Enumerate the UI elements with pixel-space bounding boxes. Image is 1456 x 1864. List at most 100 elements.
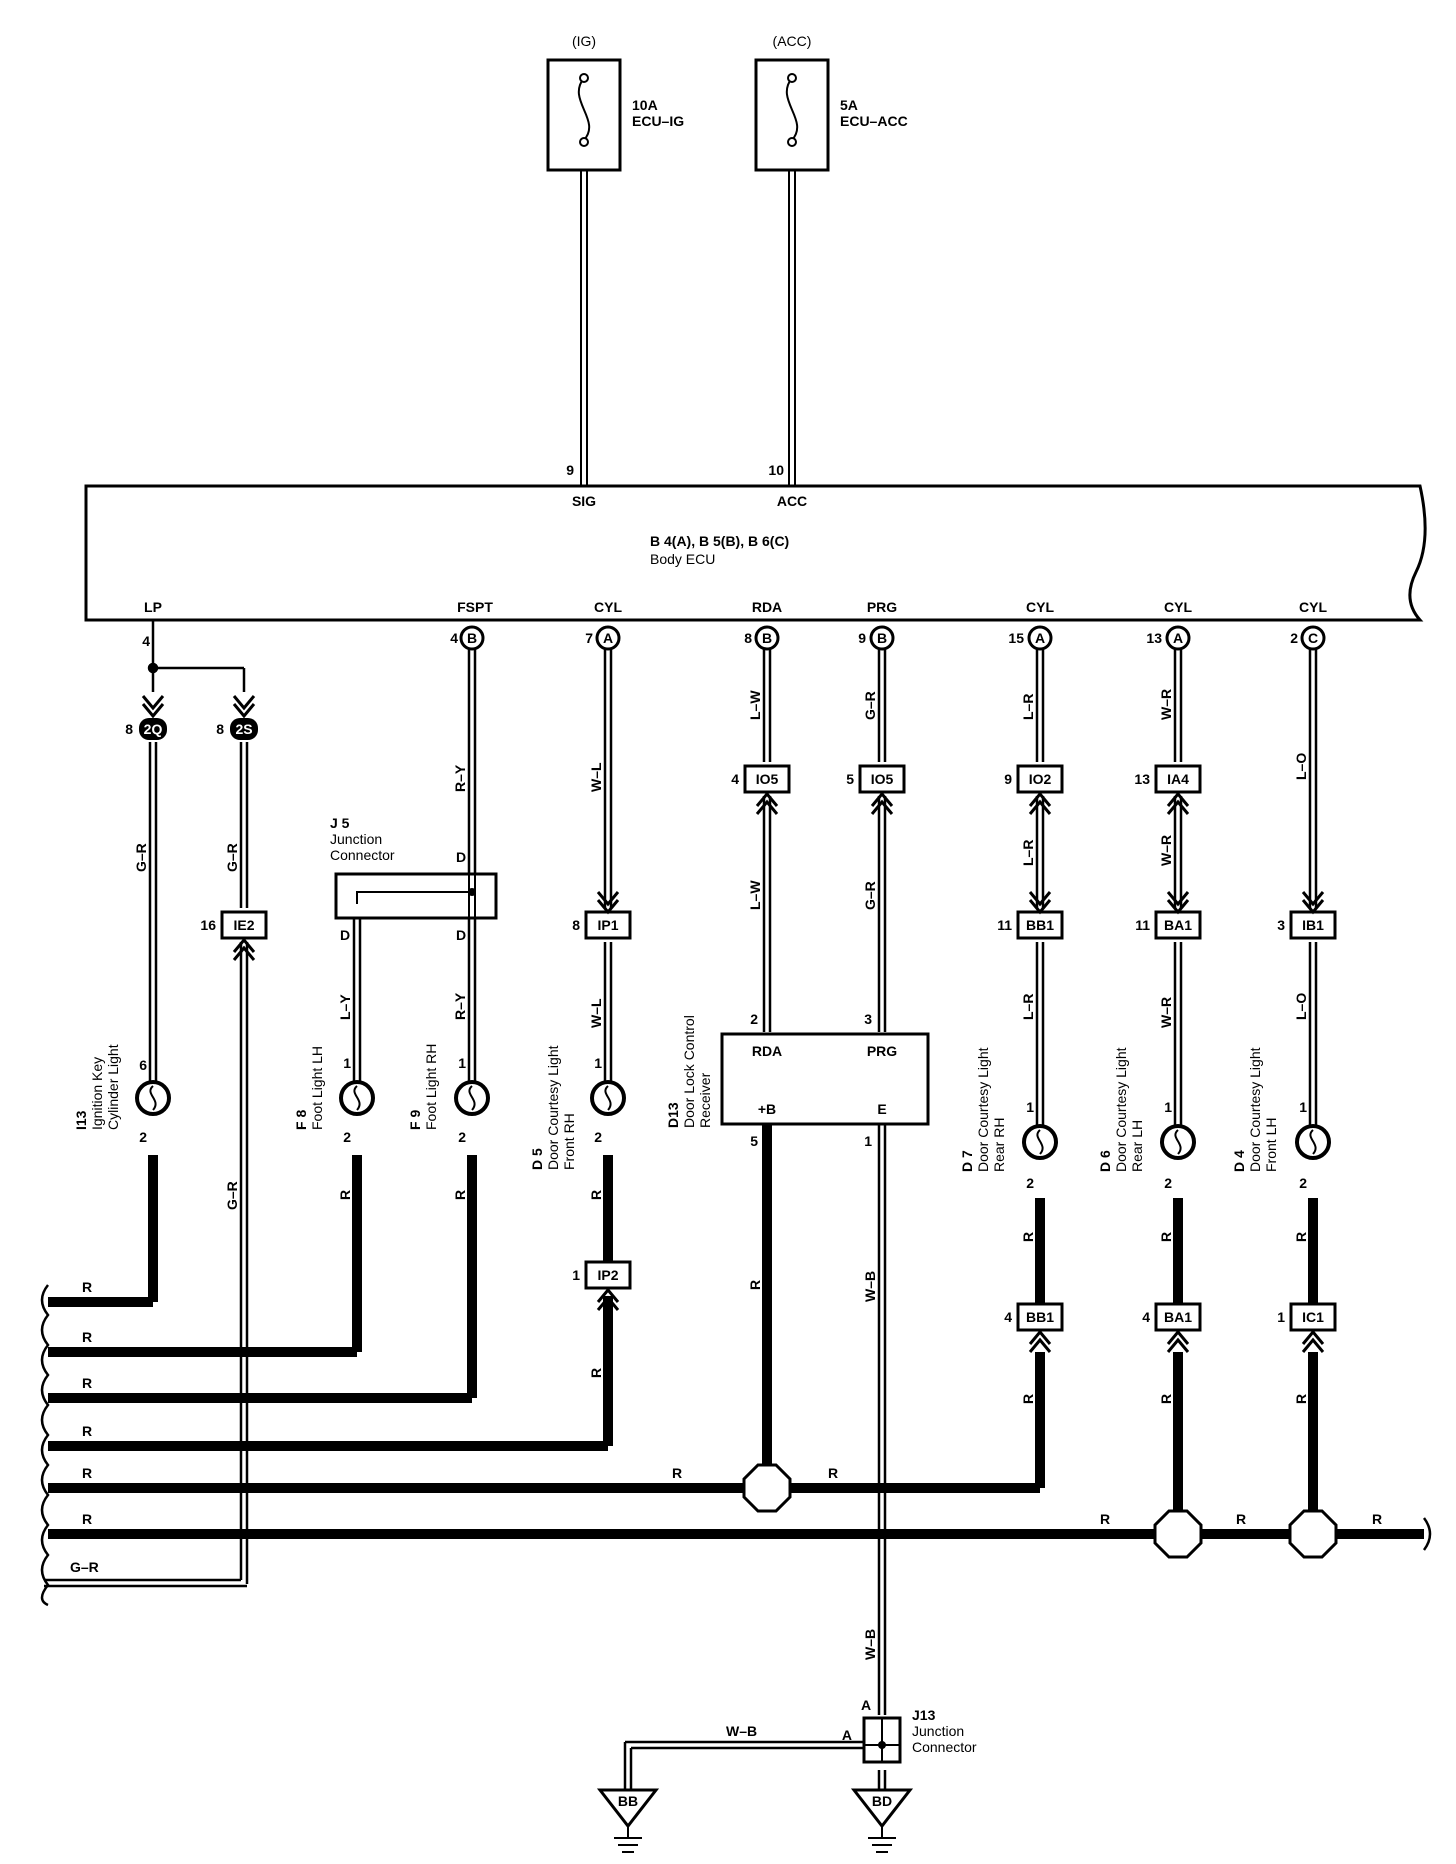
pin-name: CYL bbox=[1164, 599, 1192, 615]
svg-text:BB: BB bbox=[618, 1793, 638, 1809]
svg-text:E: E bbox=[877, 1101, 886, 1117]
svg-text:4: 4 bbox=[450, 630, 458, 646]
svg-text:RDA: RDA bbox=[752, 1043, 782, 1059]
svg-text:W–L: W–L bbox=[588, 762, 604, 792]
svg-text:W–R: W–R bbox=[1158, 689, 1174, 720]
svg-text:+B: +B bbox=[758, 1101, 776, 1117]
break-line bbox=[1422, 1517, 1432, 1551]
svg-text:Connector: Connector bbox=[330, 847, 395, 863]
svg-text:L–O: L–O bbox=[1293, 753, 1309, 780]
pin-name: FSPT bbox=[457, 599, 493, 615]
fuse-ecu-ig: (IG) 10A ECU–IG bbox=[546, 33, 684, 172]
break-line bbox=[40, 1284, 50, 1607]
svg-text:1: 1 bbox=[1026, 1099, 1034, 1115]
svg-text:2: 2 bbox=[1164, 1175, 1172, 1191]
svg-text:IB1: IB1 bbox=[1302, 917, 1324, 933]
svg-text:IA4: IA4 bbox=[1167, 771, 1189, 787]
svg-text:13: 13 bbox=[1134, 771, 1150, 787]
svg-text:A: A bbox=[842, 1727, 852, 1743]
svg-text:D 5: D 5 bbox=[529, 1148, 545, 1170]
svg-text:C: C bbox=[1308, 630, 1318, 646]
svg-text:R: R bbox=[1020, 1394, 1036, 1404]
svg-text:B: B bbox=[467, 630, 477, 646]
svg-text:Rear LH: Rear LH bbox=[1129, 1120, 1145, 1172]
svg-text:R: R bbox=[747, 1280, 763, 1290]
svg-text:3: 3 bbox=[1277, 917, 1285, 933]
svg-text:R: R bbox=[1100, 1511, 1110, 1527]
pin-num: 10 bbox=[768, 462, 784, 478]
svg-text:9: 9 bbox=[858, 630, 866, 646]
connector-boxes: 2Q 8 2S 8 IE2 16 IP1 8 IP2 1 IO5 4 IO5 5… bbox=[125, 718, 1337, 1332]
body-ecu: 9 SIG 10 ACC B 4(A), B 5(B), B 6(C) Body… bbox=[84, 462, 1427, 622]
junction-j5: J 5 Junction Connector D D D bbox=[330, 815, 498, 943]
svg-text:B: B bbox=[762, 630, 772, 646]
svg-text:2: 2 bbox=[1290, 630, 1298, 646]
svg-text:16: 16 bbox=[200, 917, 216, 933]
svg-text:2S: 2S bbox=[235, 721, 252, 737]
svg-text:I13: I13 bbox=[73, 1110, 89, 1130]
connector-chevrons bbox=[141, 695, 1325, 1353]
svg-text:R: R bbox=[82, 1465, 92, 1481]
svg-text:2: 2 bbox=[594, 1129, 602, 1145]
svg-text:L–R: L–R bbox=[1020, 840, 1036, 866]
fuse-ecu-acc: (ACC) 5A ECU–ACC bbox=[754, 33, 908, 172]
pin-name: ACC bbox=[777, 493, 807, 509]
svg-text:G–R: G–R bbox=[70, 1559, 99, 1575]
svg-text:1: 1 bbox=[594, 1055, 602, 1071]
svg-text:R–Y: R–Y bbox=[452, 764, 468, 792]
svg-text:J 5: J 5 bbox=[330, 815, 350, 831]
svg-text:R: R bbox=[1293, 1394, 1309, 1404]
ground-bd: BD bbox=[850, 1788, 914, 1853]
svg-text:IP2: IP2 bbox=[597, 1267, 618, 1283]
pin-num: 9 bbox=[566, 462, 574, 478]
svg-text:BA1: BA1 bbox=[1164, 1309, 1192, 1325]
svg-text:4: 4 bbox=[142, 633, 150, 649]
svg-text:IO5: IO5 bbox=[756, 771, 779, 787]
svg-text:BB1: BB1 bbox=[1026, 1309, 1054, 1325]
svg-text:Door Courtesy Light: Door Courtesy Light bbox=[1247, 1047, 1263, 1172]
light-i13: 6 2 I13 Ignition Key Cylinder Light bbox=[73, 1044, 171, 1145]
svg-text:IO2: IO2 bbox=[1029, 771, 1052, 787]
svg-text:R: R bbox=[452, 1190, 468, 1200]
svg-text:J13: J13 bbox=[912, 1707, 936, 1723]
svg-text:13: 13 bbox=[1146, 630, 1162, 646]
svg-text:2: 2 bbox=[458, 1129, 466, 1145]
svg-text:8: 8 bbox=[744, 630, 752, 646]
svg-text:W–B: W–B bbox=[726, 1723, 757, 1739]
svg-text:1: 1 bbox=[458, 1055, 466, 1071]
svg-text:R: R bbox=[1020, 1232, 1036, 1242]
svg-text:G–R: G–R bbox=[224, 843, 240, 872]
svg-text:8: 8 bbox=[216, 721, 224, 737]
svg-text:Door Courtesy Light: Door Courtesy Light bbox=[545, 1045, 561, 1170]
svg-text:R: R bbox=[588, 1190, 604, 1200]
svg-text:D 6: D 6 bbox=[1097, 1150, 1113, 1172]
ecu-codes: B 4(A), B 5(B), B 6(C) bbox=[650, 533, 789, 549]
svg-text:11: 11 bbox=[997, 917, 1012, 933]
svg-text:R: R bbox=[82, 1511, 92, 1527]
svg-text:G–R: G–R bbox=[862, 691, 878, 720]
splices bbox=[742, 1463, 1338, 1559]
light-d5: 1 2 D 5 Door Courtesy Light Front RH bbox=[529, 1045, 626, 1170]
svg-text:L–Y: L–Y bbox=[337, 994, 353, 1020]
svg-text:Connector: Connector bbox=[912, 1739, 977, 1755]
svg-text:R: R bbox=[337, 1190, 353, 1200]
pin-name: SIG bbox=[572, 493, 596, 509]
svg-text:6: 6 bbox=[139, 1057, 147, 1073]
svg-text:15: 15 bbox=[1008, 630, 1024, 646]
svg-text:R: R bbox=[588, 1368, 604, 1378]
svg-text:R: R bbox=[82, 1375, 92, 1391]
svg-text:1: 1 bbox=[1277, 1309, 1285, 1325]
light-d6: 1 2 D 6 Door Courtesy Light Rear LH bbox=[1097, 1047, 1196, 1191]
svg-text:BA1: BA1 bbox=[1164, 917, 1192, 933]
svg-text:9: 9 bbox=[1004, 771, 1012, 787]
svg-text:11: 11 bbox=[1135, 917, 1150, 933]
pin-name: PRG bbox=[867, 599, 897, 615]
svg-text:R: R bbox=[672, 1465, 682, 1481]
svg-text:Door Courtesy Light: Door Courtesy Light bbox=[1113, 1047, 1129, 1172]
svg-text:BB1: BB1 bbox=[1026, 917, 1054, 933]
svg-text:PRG: PRG bbox=[867, 1043, 897, 1059]
svg-text:A: A bbox=[603, 630, 613, 646]
svg-text:A: A bbox=[1035, 630, 1045, 646]
light-f8: 1 2 F 8 Foot Light LH bbox=[293, 1046, 375, 1145]
